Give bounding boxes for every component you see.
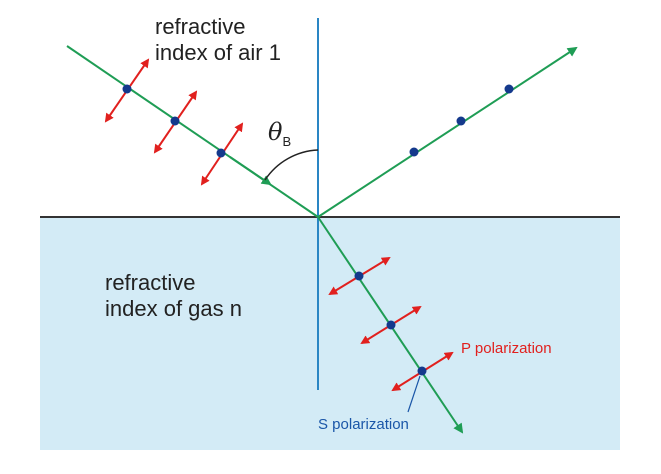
gas-index-line2: index of gas n [105, 296, 242, 322]
s-polarization-leader [407, 375, 421, 413]
brewster-angle-label: θB [268, 118, 291, 149]
s-polarization-label: S polarization [318, 416, 409, 433]
s-polarization-dot [504, 84, 514, 94]
incident-beam-arrow [229, 156, 272, 186]
reflected-beam [317, 46, 578, 218]
theta-subscript: B [282, 133, 292, 149]
p-polarization-label: P polarization [461, 340, 552, 357]
gas-index-label: refractive index of gas n [105, 270, 242, 323]
s-polarization-dot [170, 116, 180, 126]
s-polarization-dot [456, 116, 466, 126]
theta-symbol: θ [268, 118, 283, 146]
air-index-line2: index of air 1 [155, 40, 281, 66]
s-polarization-dot [386, 320, 396, 330]
gas-index-line1: refractive [105, 270, 196, 295]
gas-region [40, 217, 620, 450]
brewster-angle-arc [264, 149, 319, 181]
s-polarization-dot [409, 147, 419, 157]
air-index-label: refractive index of air 1 [155, 14, 281, 67]
s-polarization-dot [216, 148, 226, 158]
s-polarization-dot [417, 366, 427, 376]
air-index-line1: refractive [155, 14, 246, 39]
s-polarization-dot [122, 84, 132, 94]
s-polarization-dot [354, 271, 364, 281]
